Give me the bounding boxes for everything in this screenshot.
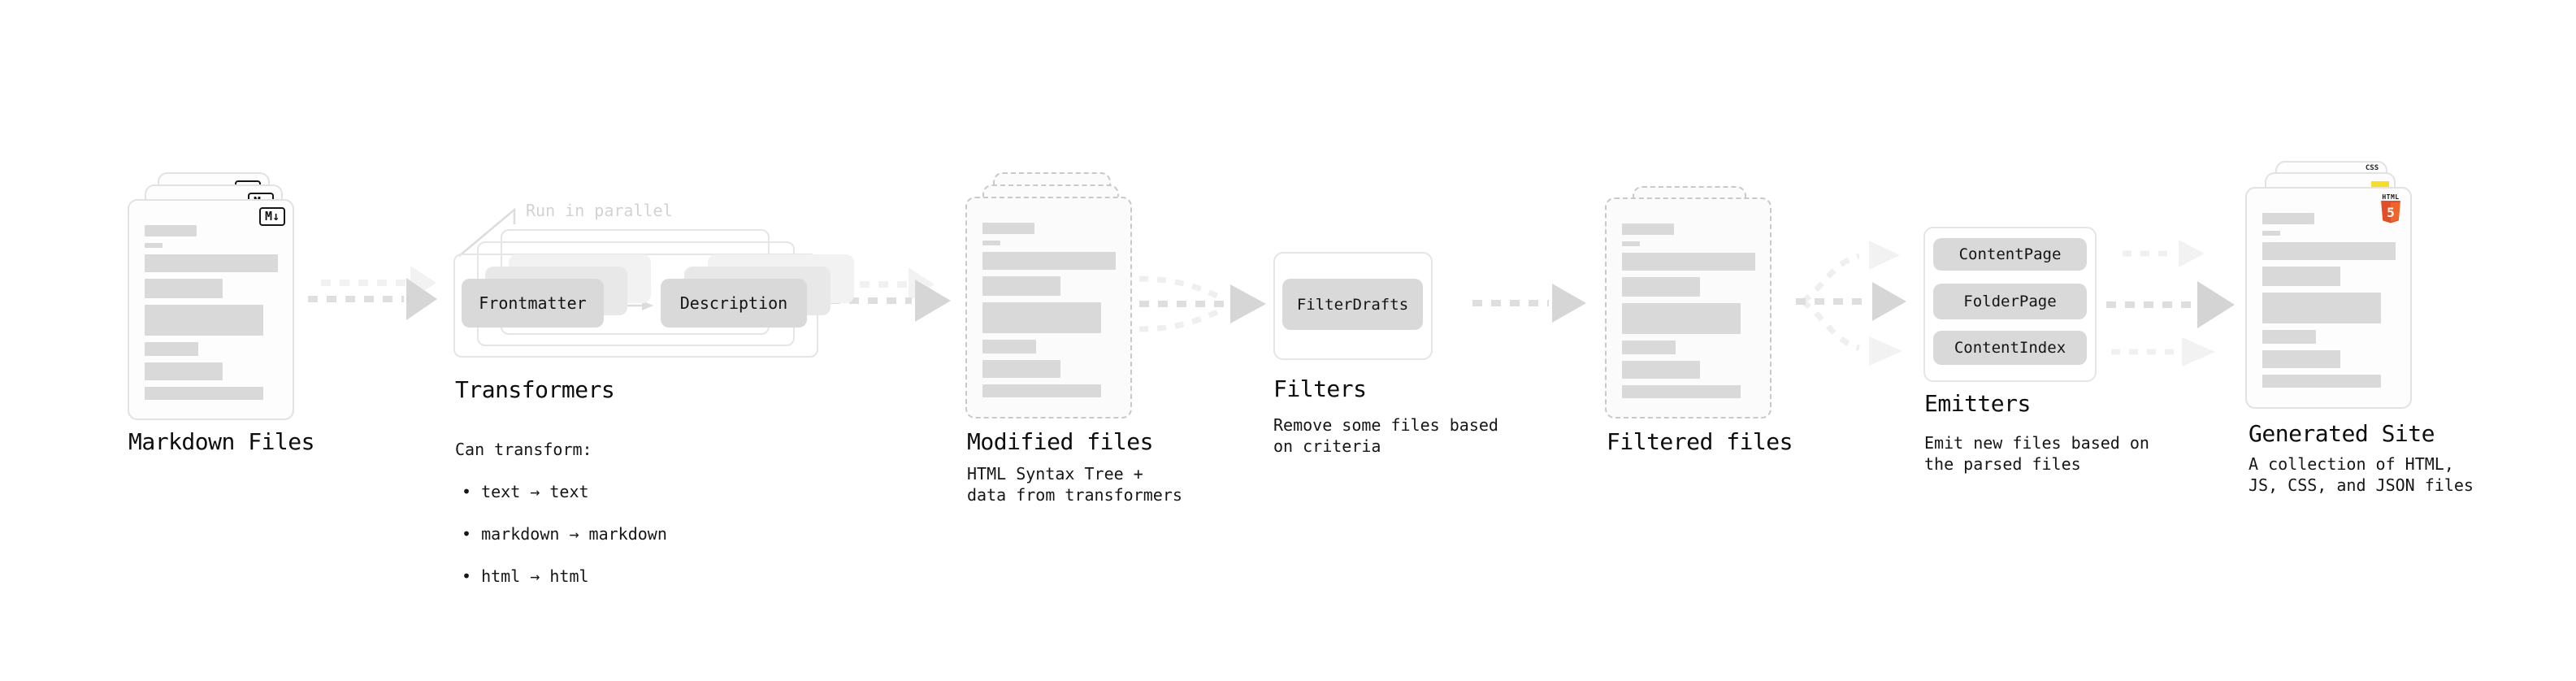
arrow-modified-to-filters-merge <box>1138 275 1266 332</box>
modified-files-description: HTML Syntax Tree + data from transformer… <box>967 464 1182 505</box>
skeleton-bar <box>1622 253 1755 271</box>
skeleton-bar <box>1622 241 1640 246</box>
transformers-label: Transformers <box>455 376 615 403</box>
skeleton-bar <box>982 384 1101 397</box>
file-content-placeholder <box>982 223 1116 404</box>
skeleton-bar <box>145 305 263 336</box>
skeleton-bar <box>145 225 197 236</box>
markdown-files-label: Markdown Files <box>128 428 315 455</box>
generated-site-description: A collection of HTML, JS, CSS, and JSON … <box>2249 454 2474 495</box>
skeleton-bar <box>982 223 1034 234</box>
emitters-description: Emit new files based on the parsed files <box>1924 433 2149 474</box>
modified-files-label: Modified files <box>967 428 1154 455</box>
frontmatter-transformer-pill: Frontmatter <box>462 279 604 327</box>
skeleton-bar <box>1622 361 1700 379</box>
transformer-bullet: • markdown → markdown <box>462 524 667 544</box>
skeleton-bar <box>982 302 1101 333</box>
transformer-bullet: • html → html <box>462 566 589 586</box>
transformers-intro: Can transform: <box>455 440 592 459</box>
generated-site-label: Generated Site <box>2249 420 2435 447</box>
skeleton-bar <box>982 340 1036 354</box>
html5-wordmark: HTML <box>2382 193 2400 201</box>
skeleton-bar <box>145 342 198 356</box>
markdown-badge-text: M↓ <box>264 209 280 223</box>
skeleton-bar <box>145 243 163 248</box>
skeleton-bar <box>145 387 263 400</box>
filtered-file-card-front <box>1605 197 1772 419</box>
file-content-placeholder <box>145 225 278 406</box>
emitters-label: Emitters <box>1924 390 2031 417</box>
contentindex-pill: ContentIndex <box>1933 331 2087 365</box>
transformer-bullet: • text → text <box>462 482 589 501</box>
skeleton-bar <box>2262 330 2316 344</box>
arrow-filtered-to-emitters-split <box>1796 241 1906 366</box>
file-content-placeholder <box>1622 223 1755 405</box>
skeleton-bar <box>1622 385 1741 398</box>
js-file-icon <box>2371 181 2389 189</box>
skeleton-bar <box>982 360 1060 378</box>
skeleton-bar <box>1622 277 1700 297</box>
file-content-placeholder <box>2262 213 2396 394</box>
filters-description: Remove some files based on criteria <box>1273 415 1498 456</box>
html5-shield: 5 <box>2381 201 2400 223</box>
skeleton-bar <box>1622 303 1741 334</box>
skeleton-bar <box>2262 293 2381 323</box>
skeleton-bar <box>145 254 278 272</box>
transformers-description: Can transform: • text → text • markdown … <box>455 418 667 608</box>
filters-label: Filters <box>1273 375 1367 402</box>
contentpage-pill: ContentPage <box>1933 238 2087 271</box>
skeleton-bar <box>2262 375 2381 388</box>
markdown-file-card-front: M↓ <box>128 199 294 420</box>
skeleton-bar <box>2262 213 2314 224</box>
run-in-parallel-annotation: Run in parallel <box>526 201 673 220</box>
skeleton-bar <box>2262 350 2340 368</box>
markdown-icon: M↓ <box>258 207 285 226</box>
modified-file-card-front <box>965 197 1132 419</box>
filterdrafts-pill: FilterDrafts <box>1282 279 1423 330</box>
folderpage-pill: FolderPage <box>1933 284 2087 319</box>
skeleton-bar <box>2262 242 2396 260</box>
html5-number: 5 <box>2387 205 2395 220</box>
filtered-files-label: Filtered files <box>1607 428 1793 455</box>
skeleton-bar <box>982 252 1116 270</box>
skeleton-bar <box>145 279 223 298</box>
arrow-markdown-to-transformers <box>308 266 437 320</box>
skeleton-bar <box>2262 231 2280 236</box>
generated-file-card-html: HTML 5 <box>2245 187 2412 409</box>
skeleton-bar <box>982 241 1000 245</box>
css-badge-text: CSS <box>2365 164 2379 172</box>
description-transformer-pill: Description <box>661 279 807 327</box>
skeleton-bar <box>1622 223 1674 235</box>
arrow-emitters-to-generated <box>2106 240 2235 367</box>
skeleton-bar <box>982 276 1060 296</box>
arrow-filters-to-filtered <box>1472 284 1586 323</box>
skeleton-bar <box>145 362 223 380</box>
html5-icon: HTML 5 <box>2380 194 2401 228</box>
skeleton-bar <box>1622 340 1676 354</box>
skeleton-bar <box>2262 267 2340 286</box>
